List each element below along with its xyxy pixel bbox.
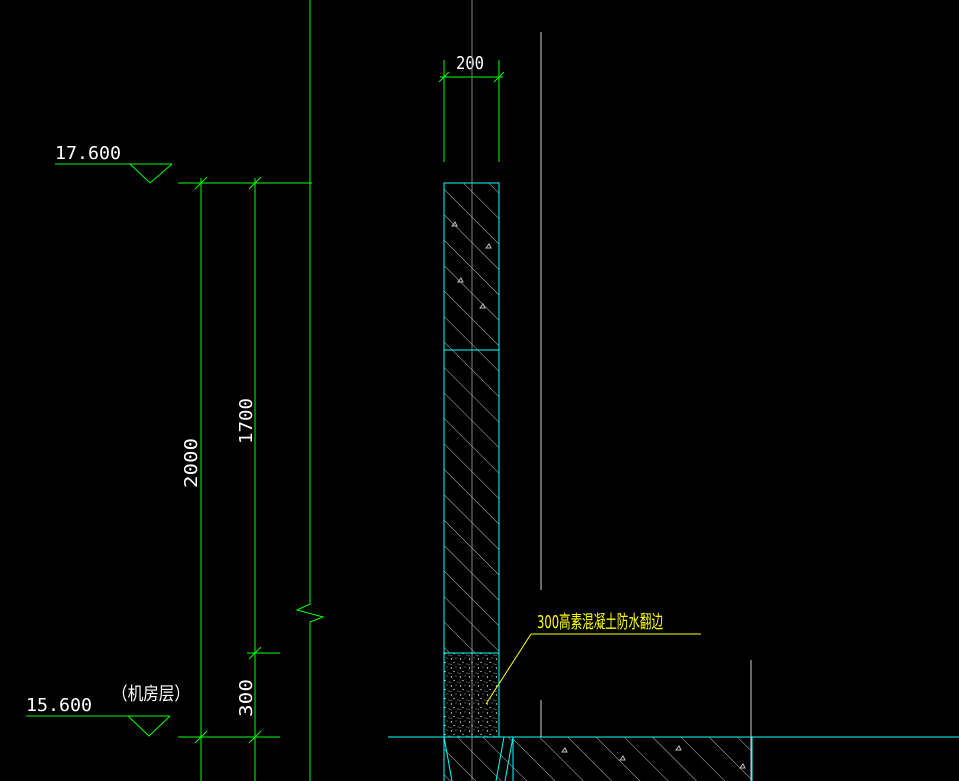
elevation-top-label: 17.600 <box>55 143 121 164</box>
dimension-chain <box>178 176 312 781</box>
elevation-marker-top: 17.600 <box>55 143 173 184</box>
dimension-300-label: 300 <box>236 679 257 717</box>
dimension-200-label: 200 <box>456 53 484 74</box>
floor-name-label: （机房层） <box>112 684 190 705</box>
dimension-2000-label: 2000 <box>181 438 202 488</box>
right-wall-lines <box>540 32 752 781</box>
wall-section <box>443 182 500 738</box>
floor-slab <box>388 736 959 781</box>
elevation-marker-bottom: 15.600 （机房层） <box>26 684 190 737</box>
annotation-leader <box>485 633 701 705</box>
elevation-bottom-label: 15.600 <box>26 695 92 716</box>
dimension-1700-label: 1700 <box>236 398 257 444</box>
break-line <box>295 0 325 781</box>
annotation-label: 300高素混凝土防水翻边 <box>537 612 663 633</box>
